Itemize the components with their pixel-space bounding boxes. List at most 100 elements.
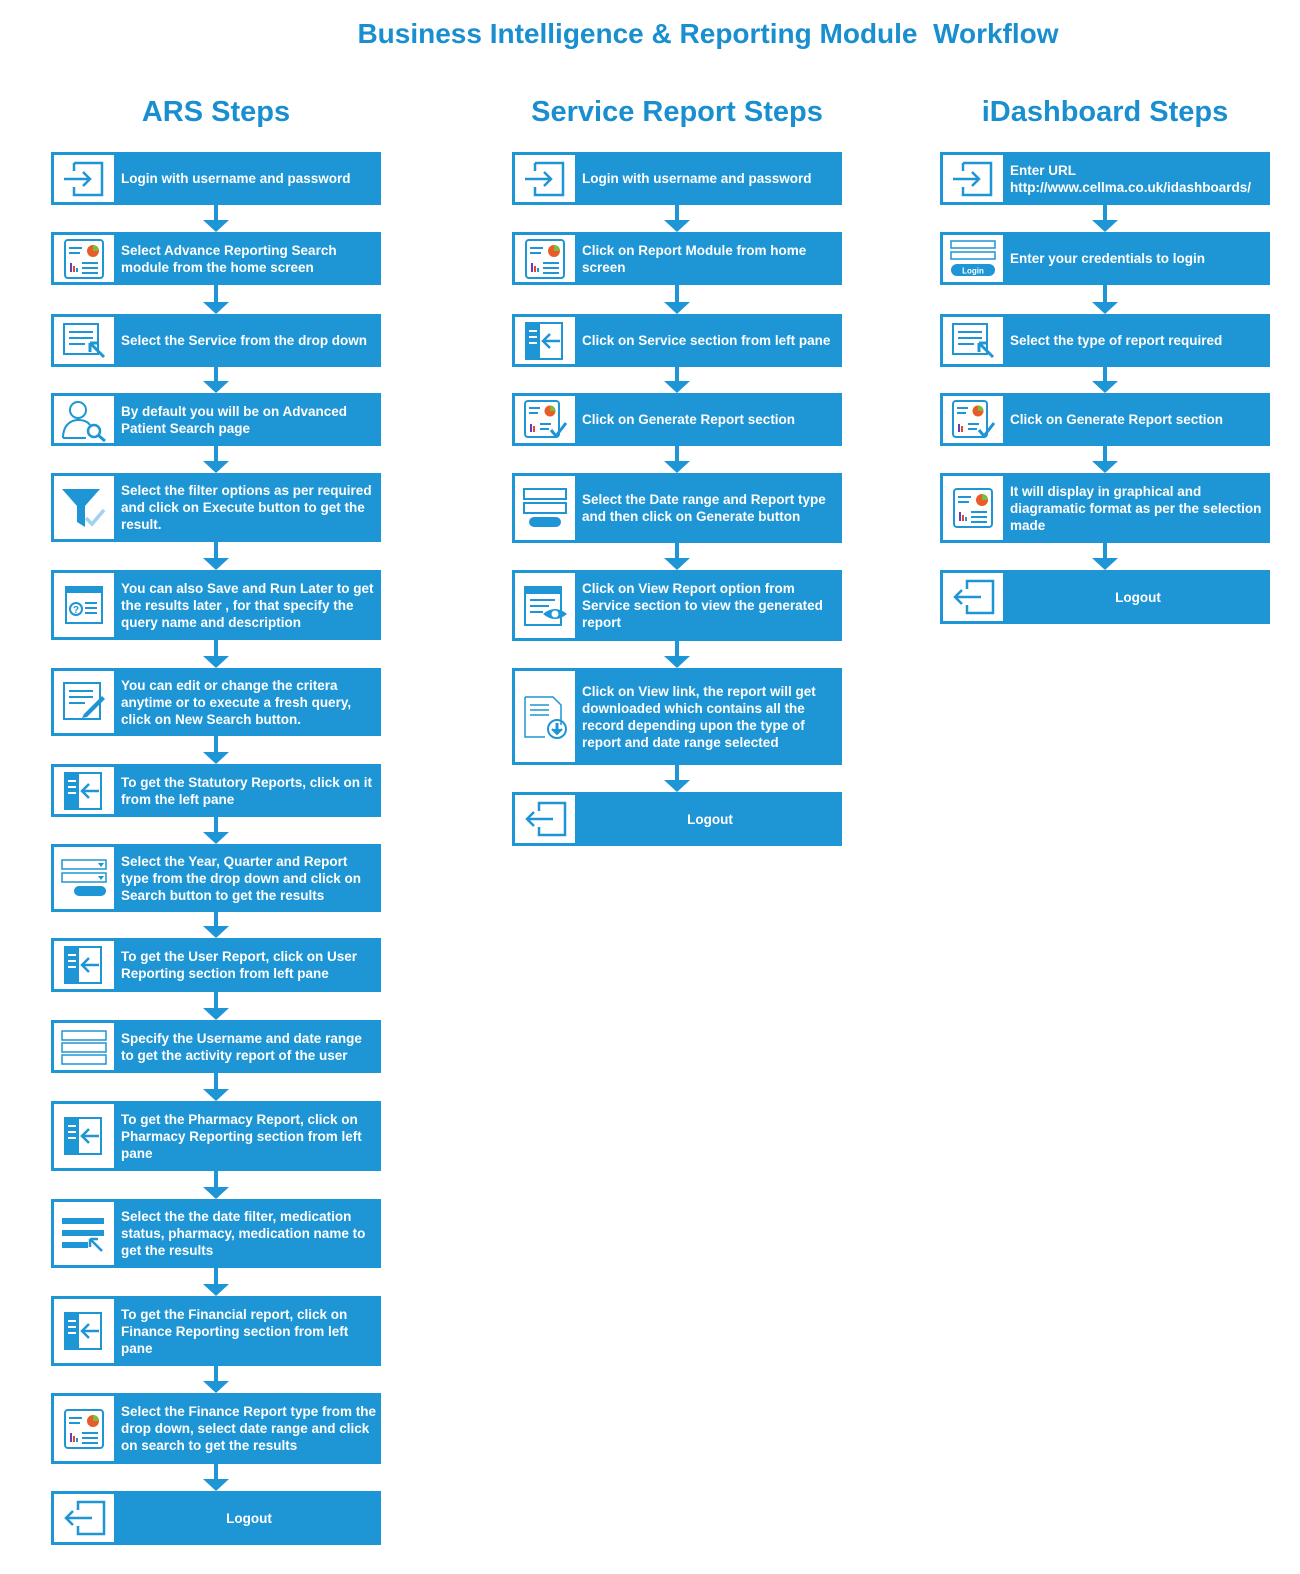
flow-arrow bbox=[203, 1366, 229, 1393]
step-text: Login with username and password bbox=[121, 171, 351, 186]
step-box: Select the Date range and Report type an… bbox=[512, 473, 842, 543]
step-box: Logout bbox=[940, 570, 1270, 624]
flow-arrow bbox=[203, 285, 229, 314]
step-label: By default you will be on Advanced Patie… bbox=[121, 393, 377, 446]
step-box: Click on Generate Report section bbox=[512, 393, 842, 446]
step-text: You can also Save and Run Later to get t… bbox=[121, 580, 374, 630]
left-pane-icon bbox=[54, 767, 114, 814]
step-label: Select the Year, Quarter and Report type… bbox=[121, 844, 377, 912]
select-cursor-icon bbox=[943, 317, 1003, 364]
flow-arrow bbox=[203, 205, 229, 232]
step-label: To get the User Report, click on User Re… bbox=[121, 938, 377, 992]
view-report-icon bbox=[515, 573, 575, 638]
step-box: Login with username and password bbox=[512, 152, 842, 205]
step-text: Login with username and password bbox=[582, 171, 812, 186]
left-pane-icon bbox=[54, 1104, 114, 1168]
report-dashboard-icon bbox=[54, 1396, 114, 1461]
step-text: Select the the date filter, medication s… bbox=[121, 1209, 366, 1258]
patient-search-icon bbox=[54, 396, 114, 443]
flow-arrow bbox=[664, 765, 690, 792]
svg-text:?: ? bbox=[73, 605, 79, 616]
flow-arrow bbox=[664, 641, 690, 668]
step-box: To get the Pharmacy Report, click on Pha… bbox=[51, 1101, 381, 1171]
step-box: ? You can also Save and Run Later to get … bbox=[51, 570, 381, 640]
step-box: Login Enter your credentials to login bbox=[940, 232, 1270, 285]
report-check-icon bbox=[943, 396, 1003, 443]
step-text: Select the type of report required bbox=[1010, 333, 1223, 348]
flow-arrow bbox=[1092, 367, 1118, 393]
step-label: Click on Report Module from home screen bbox=[582, 232, 838, 285]
step-box: Select Advance Reporting Search module f… bbox=[51, 232, 381, 285]
step-label: Click on Generate Report section bbox=[582, 393, 838, 446]
step-label: To get the Pharmacy Report, click on Pha… bbox=[121, 1101, 377, 1171]
page-title: Business Intelligence & Reporting Module… bbox=[357, 18, 1059, 49]
flow-arrow bbox=[1092, 205, 1118, 232]
step-label: It will display in graphical and diagram… bbox=[1010, 473, 1266, 543]
filter-check-icon bbox=[54, 476, 114, 539]
step-text: Enter your credentials to login bbox=[1010, 251, 1206, 266]
step-box: Click on View link, the report will get … bbox=[512, 668, 842, 765]
step-box: Click on Generate Report section bbox=[940, 393, 1270, 446]
step-text: By default you will be on Advanced Patie… bbox=[121, 403, 348, 436]
step-box: By default you will be on Advanced Patie… bbox=[51, 393, 381, 446]
step-text: Logout bbox=[1115, 589, 1161, 605]
login-icon bbox=[54, 155, 114, 202]
step-label: Logout bbox=[121, 1491, 377, 1545]
step-text: Click on View Report option from Service… bbox=[582, 581, 823, 630]
step-box: Click on Service section from left pane bbox=[512, 314, 842, 367]
step-box: Select the Year, Quarter and Report type… bbox=[51, 844, 381, 912]
flow-arrow bbox=[203, 736, 229, 764]
step-box: Click on Report Module from home screen bbox=[512, 232, 842, 285]
step-text: To get the Financial report, click on Fi… bbox=[121, 1306, 349, 1356]
step-text: Click on Service section from left pane bbox=[582, 333, 831, 348]
flow-arrow bbox=[1092, 543, 1118, 570]
step-label: To get the Statutory Reports, click on i… bbox=[121, 764, 377, 817]
step-box: Enter URL http://www.cellma.co.uk/idashb… bbox=[940, 152, 1270, 205]
step-box: It will display in graphical and diagram… bbox=[940, 473, 1270, 543]
step-text: To get the User Report, click on User Re… bbox=[121, 949, 358, 981]
step-text: Select the Date range and Report type an… bbox=[582, 492, 826, 524]
step-label: Click on View Report option from Service… bbox=[582, 570, 838, 641]
ars-heading: ARS Steps bbox=[141, 96, 291, 128]
step-box: To get the User Report, click on User Re… bbox=[51, 938, 381, 992]
flow-arrow bbox=[203, 992, 229, 1020]
save-query-icon: ? bbox=[54, 573, 114, 637]
step-label: Select the filter options as per require… bbox=[121, 473, 377, 542]
flow-arrow bbox=[203, 817, 229, 844]
step-text: Click on Report Module from home screen bbox=[582, 242, 807, 275]
flow-arrow bbox=[203, 1171, 229, 1199]
flow-arrow bbox=[203, 640, 229, 668]
step-label: You can edit or change the critera anyti… bbox=[121, 668, 377, 736]
step-box: Logout bbox=[512, 792, 842, 846]
flow-arrow bbox=[203, 542, 229, 570]
edit-document-icon bbox=[54, 671, 114, 733]
step-box: Specify the Username and date range to g… bbox=[51, 1020, 381, 1073]
step-label: Click on Service section from left pane bbox=[582, 314, 838, 367]
step-label: Select the the date filter, medication s… bbox=[121, 1199, 377, 1268]
step-label: You can also Save and Run Later to get t… bbox=[121, 570, 377, 640]
step-box: To get the Statutory Reports, click on i… bbox=[51, 764, 381, 817]
report-dashboard-icon bbox=[515, 235, 575, 282]
step-box: To get the Financial report, click on Fi… bbox=[51, 1296, 381, 1366]
step-text: You can edit or change the critera anyti… bbox=[121, 677, 352, 727]
step-label: Enter URL http://www.cellma.co.uk/idashb… bbox=[1010, 152, 1266, 205]
flow-arrow bbox=[203, 912, 229, 938]
flow-arrow bbox=[664, 285, 690, 314]
step-label: Logout bbox=[1010, 570, 1266, 624]
filter-list-icon bbox=[54, 1202, 114, 1265]
flow-arrow bbox=[664, 205, 690, 232]
logout-icon bbox=[943, 573, 1003, 621]
report-dashboard-icon bbox=[943, 476, 1003, 540]
logout-icon bbox=[54, 1494, 114, 1542]
download-document-icon bbox=[515, 671, 575, 762]
left-pane-icon bbox=[54, 941, 114, 989]
step-text: Select Advance Reporting Search module f… bbox=[121, 242, 337, 275]
login-form-icon: Login bbox=[943, 235, 1003, 282]
step-box: Select the the date filter, medication s… bbox=[51, 1199, 381, 1268]
left-pane-icon bbox=[515, 317, 575, 364]
step-label: Click on Generate Report section bbox=[1010, 393, 1266, 446]
step-label: Enter your credentials to login bbox=[1010, 232, 1266, 285]
flow-arrow bbox=[203, 446, 229, 473]
step-text: Select the Finance Report type from the … bbox=[121, 1404, 377, 1453]
step-label: Click on View link, the report will get … bbox=[582, 668, 838, 765]
